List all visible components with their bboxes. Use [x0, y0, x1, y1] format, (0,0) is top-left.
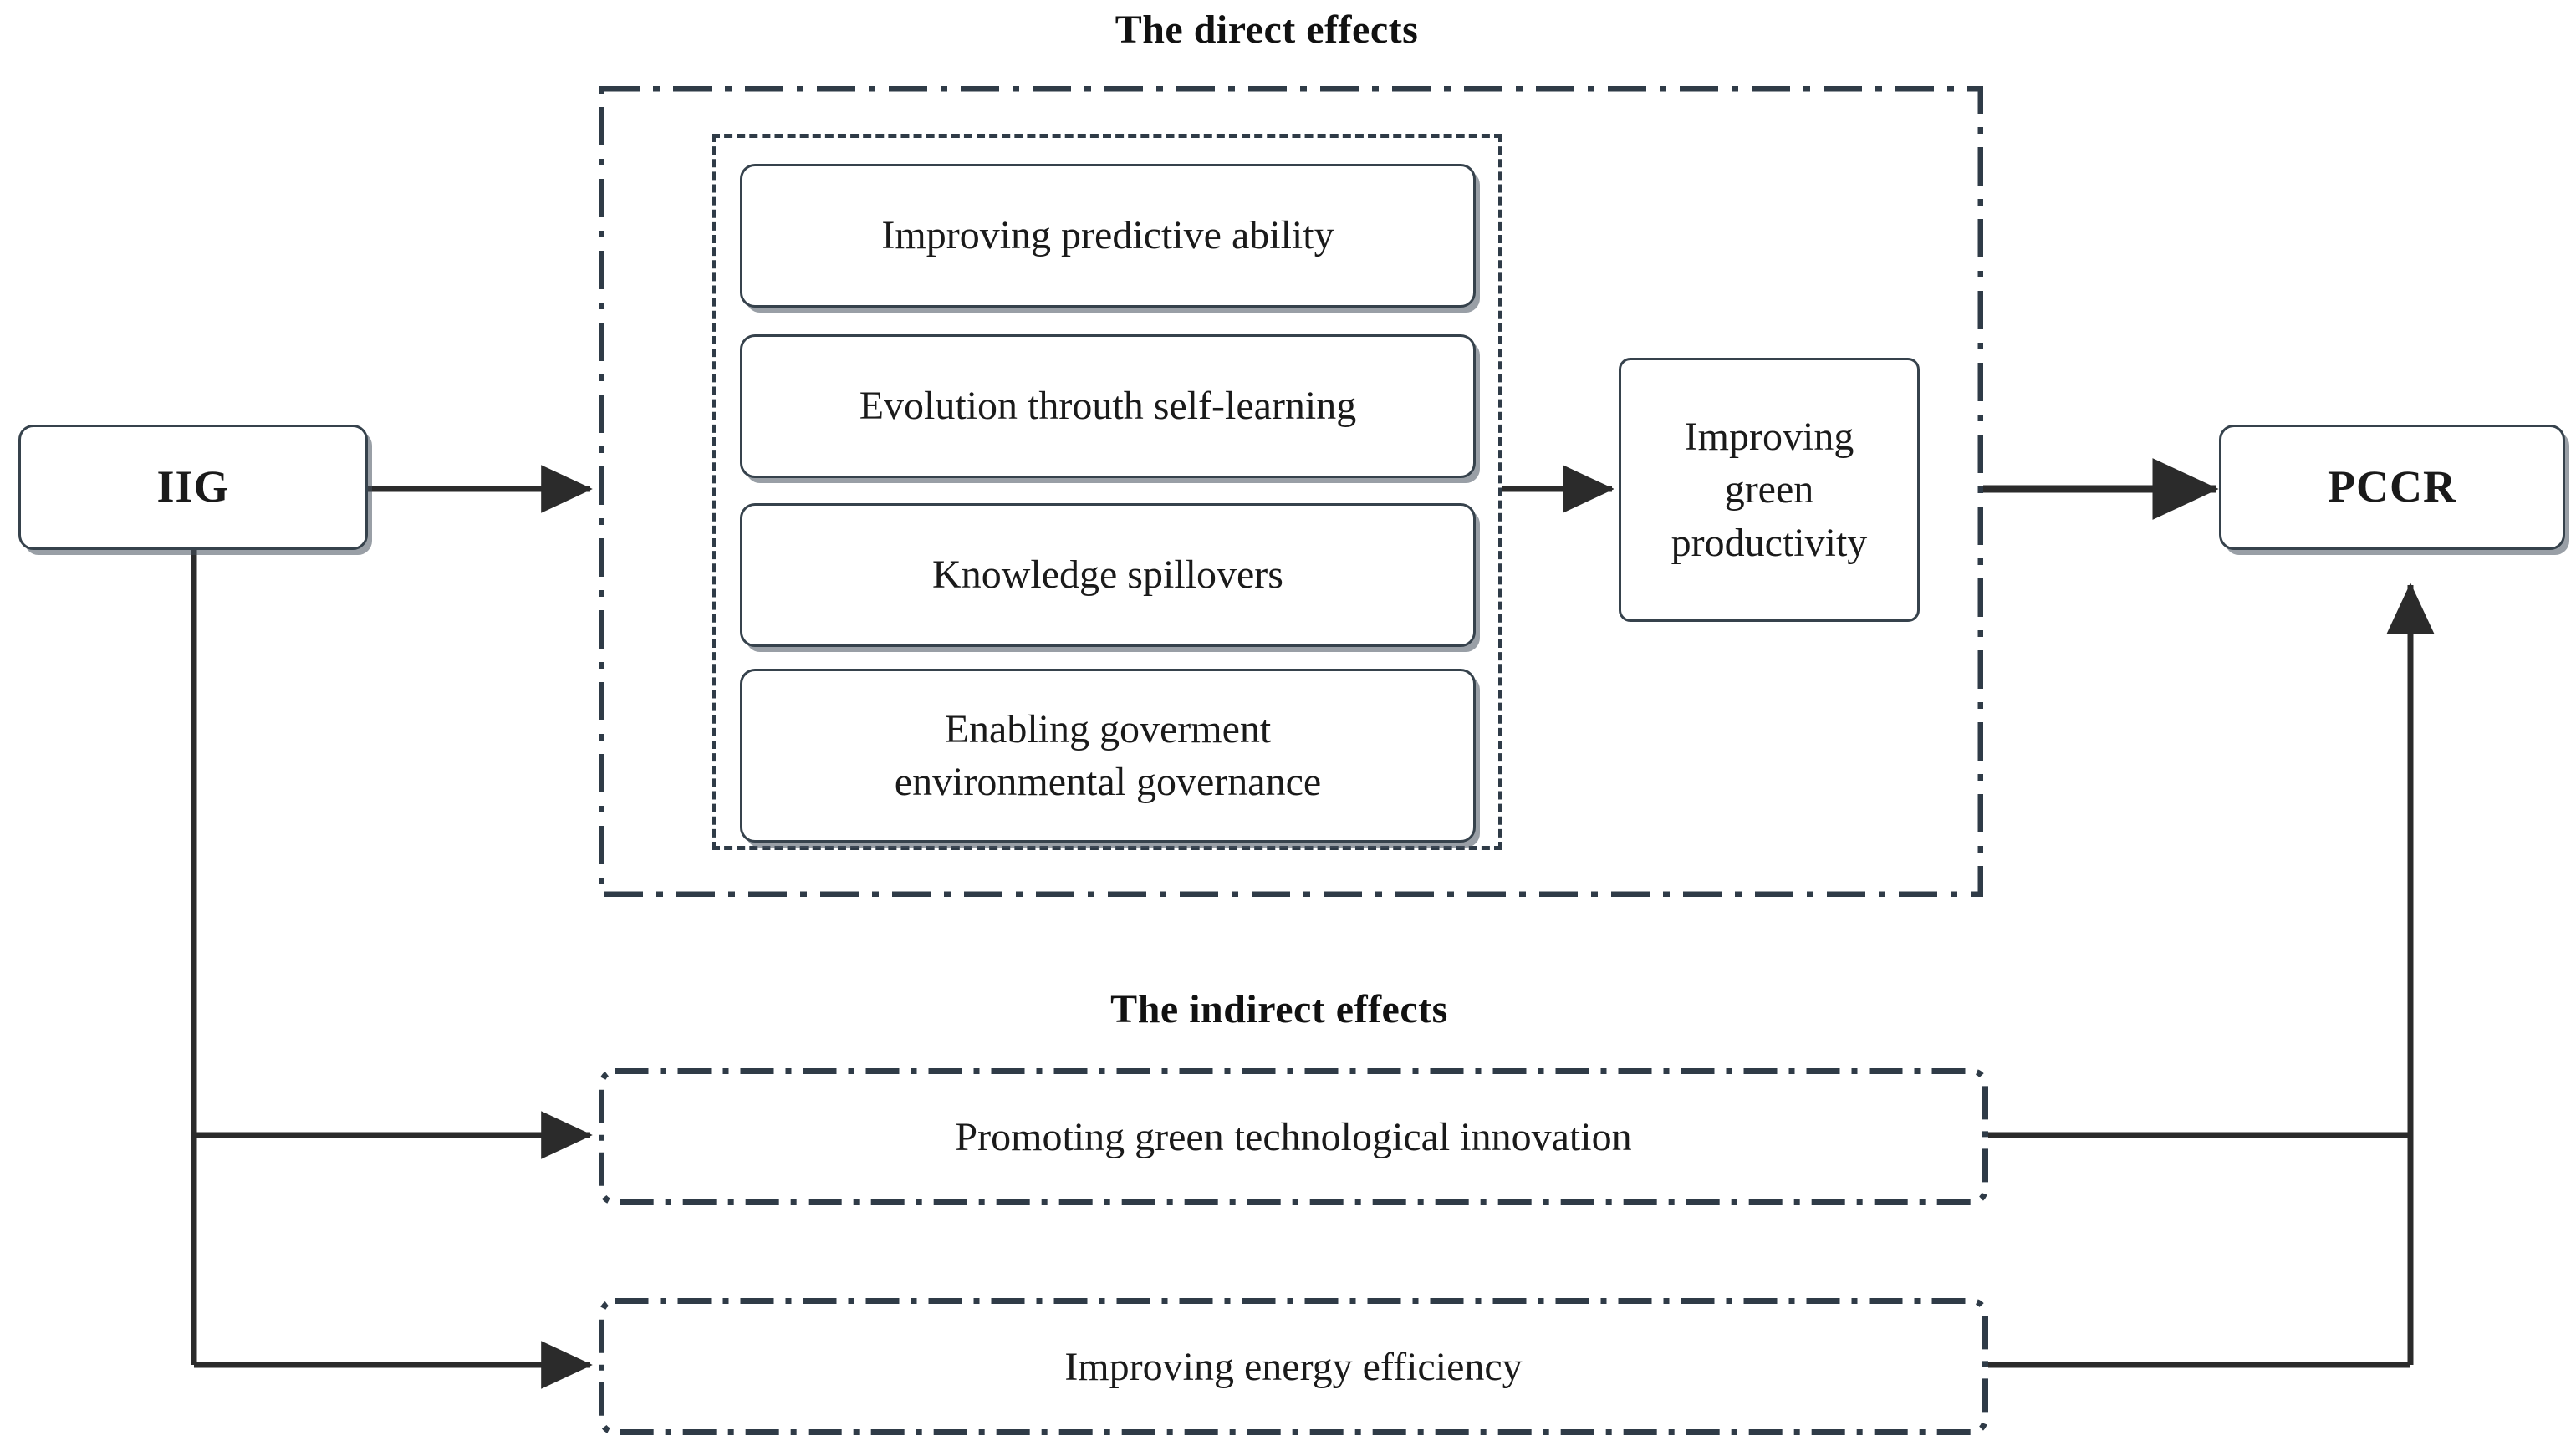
node-knowledge-spillovers-label: Knowledge spillovers [932, 552, 1283, 598]
node-pccr-label: PCCR [2328, 461, 2456, 512]
node-knowledge-spillovers[interactable]: Knowledge spillovers [740, 503, 1476, 647]
node-evolution-self-learning[interactable]: Evolution throuth self-learning [740, 334, 1476, 478]
node-pccr[interactable]: PCCR [2219, 425, 2565, 550]
direct-effects-container [598, 85, 1984, 898]
node-improving-green-productivity-label: Improving green productivity [1671, 414, 1868, 565]
node-promoting-green-technological-innovation-label: Promoting green technological innovation [955, 1114, 1632, 1159]
node-improving-energy-efficiency[interactable]: Improving energy efficiency [599, 1298, 1988, 1435]
node-enabling-government-environmental-governance-label: Enabling goverment environmental governa… [894, 706, 1322, 804]
node-promoting-green-technological-innovation[interactable]: Promoting green technological innovation [599, 1068, 1988, 1205]
direct-effects-title: The direct effects [1115, 8, 1419, 52]
direct-effects-border [598, 85, 1984, 898]
energy-box-border [599, 1298, 1988, 1435]
node-improving-green-productivity[interactable]: Improving green productivity [1619, 358, 1920, 622]
node-enabling-government-environmental-governance[interactable]: Enabling goverment environmental governa… [740, 669, 1476, 843]
node-improving-predictive-ability-label: Improving predictive ability [881, 213, 1334, 258]
indirect-effects-title: The indirect effects [1110, 987, 1448, 1031]
node-improving-energy-efficiency-label: Improving energy efficiency [1064, 1344, 1523, 1389]
node-improving-predictive-ability[interactable]: Improving predictive ability [740, 164, 1476, 308]
node-iig-label: IIG [156, 461, 230, 512]
mechanism-group-container [712, 134, 1502, 850]
innovation-box-border [599, 1068, 1988, 1205]
node-iig[interactable]: IIG [18, 425, 368, 550]
node-evolution-self-learning-label: Evolution throuth self-learning [859, 384, 1357, 429]
